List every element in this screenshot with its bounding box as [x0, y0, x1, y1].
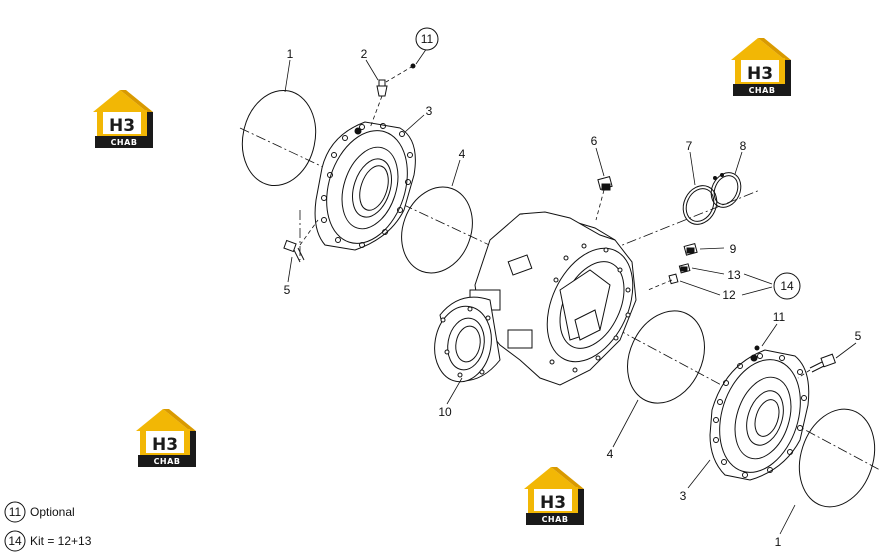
callout-14: 14	[780, 279, 794, 293]
part-3-cover-right	[709, 349, 810, 481]
part-6-dash	[595, 189, 605, 221]
callout-3-bottom: 3	[680, 489, 687, 503]
callout-9: 9	[730, 242, 737, 256]
part-4-gasket-right	[627, 310, 705, 404]
part-6-plug	[597, 176, 613, 191]
part-7-ring	[682, 185, 718, 225]
part-5-bolt-right	[809, 353, 836, 373]
legend-optional-text: Optional	[30, 505, 75, 519]
part-3-cover-left	[314, 121, 416, 251]
callout-2: 2	[361, 47, 368, 61]
callout-11-top: 11	[421, 32, 434, 46]
legend-kit-text: Kit = 12+13	[30, 534, 92, 548]
legend-kit-number: 14	[8, 534, 22, 548]
watermark-brand: H3	[540, 493, 566, 513]
callout-5-right: 5	[855, 329, 862, 343]
part-5-bolt-left	[283, 239, 305, 263]
callout-11-right: 11	[773, 310, 786, 324]
callout-7: 7	[686, 139, 693, 153]
callout-1-top: 1	[287, 47, 294, 61]
part-9-plug	[683, 242, 698, 256]
parts-12-13-dash	[647, 279, 673, 291]
callout-11-circle	[415, 27, 439, 51]
callout-6: 6	[591, 134, 598, 148]
callout-14-circle	[773, 272, 801, 300]
callout-8: 8	[740, 139, 747, 153]
part-4-gasket-left	[401, 186, 473, 274]
part-2-fitting	[376, 79, 388, 97]
watermark-brand: H3	[109, 116, 135, 136]
callout-5-left: 5	[284, 283, 291, 297]
callout-12: 12	[722, 288, 736, 302]
watermark-sub: CHAB	[749, 86, 776, 95]
part-1-gasket-right	[798, 408, 876, 508]
watermark-sub: CHAB	[154, 457, 181, 466]
watermark-brand: H3	[152, 435, 178, 455]
part-1-gasket-left	[241, 89, 317, 187]
part-5-dash-left	[299, 219, 319, 246]
part-8-ring	[710, 172, 742, 208]
leader-lines	[284, 47, 857, 535]
watermark-brand: H3	[747, 64, 773, 84]
callout-1-bottom: 1	[775, 535, 782, 549]
legend-optional-number: 11	[9, 505, 22, 519]
legend: 11 Optional 14 Kit = 12+13	[4, 501, 92, 552]
part-13-plug	[678, 263, 691, 274]
watermark-sub: CHAB	[542, 515, 569, 524]
part-12-washer	[668, 273, 679, 285]
watermark-logo: H3 CHAB	[731, 38, 791, 96]
part-5-dash-right	[797, 369, 811, 379]
part-11-plug-right	[754, 345, 760, 351]
callout-10: 10	[438, 405, 452, 419]
part-11-dash-top	[385, 65, 414, 83]
callout-4-top: 4	[459, 147, 466, 161]
watermark-sub: CHAB	[111, 138, 138, 147]
callout-3-top: 3	[426, 104, 433, 118]
part-2-dash	[369, 95, 383, 129]
callout-13: 13	[727, 268, 741, 282]
callout-labels: 1 2 11 3 4 5 6 7 8 9 13 12 14 10 11 5 4 …	[284, 32, 862, 549]
watermark-logo: H3 CHAB	[136, 409, 196, 467]
watermark-logo: H3 CHAB	[524, 467, 584, 525]
callout-4-bottom: 4	[607, 447, 614, 461]
watermark-logo: H3 CHAB	[93, 90, 153, 148]
part-10-housing	[434, 211, 637, 386]
